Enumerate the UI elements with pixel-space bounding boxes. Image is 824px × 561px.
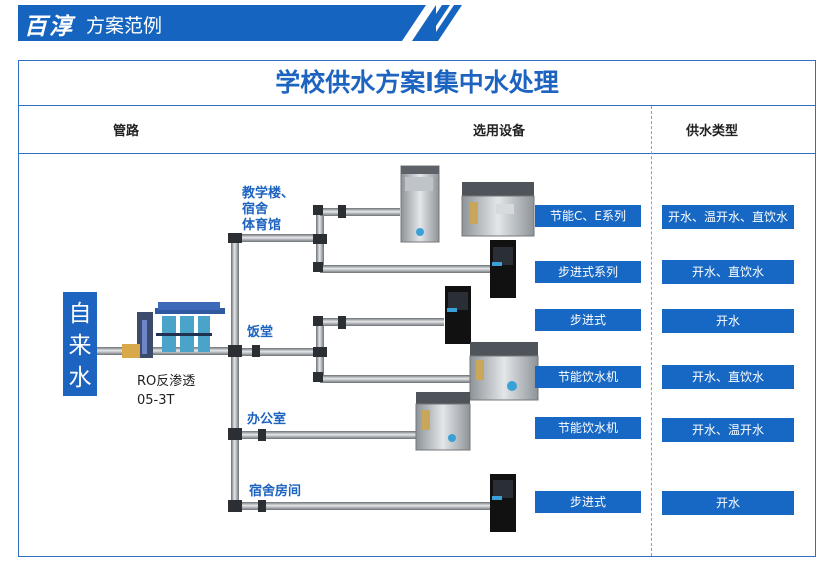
header-banner bbox=[18, 5, 436, 41]
supply-type-1: 开水、温开水、直饮水 bbox=[662, 205, 794, 229]
source-label: 自来水 bbox=[68, 301, 92, 391]
banner-stripes bbox=[392, 5, 462, 41]
ro-label-line1: RO反渗透 bbox=[137, 374, 196, 389]
supply-type-2: 开水、直饮水 bbox=[662, 260, 794, 284]
branch-teaching-line2: 宿舍 bbox=[242, 202, 269, 217]
branch-label-dorm-rooms: 宿舍房间 bbox=[249, 484, 302, 499]
supply-type-4: 开水、直饮水 bbox=[662, 365, 794, 389]
branch-teaching-line3: 体育馆 bbox=[242, 218, 282, 233]
boiler-machine-1 bbox=[400, 165, 440, 243]
ro-system-unit bbox=[122, 302, 225, 358]
branch-teaching-line1: 教学楼、 bbox=[242, 186, 295, 201]
brand-logo: 百淳 bbox=[24, 13, 74, 40]
ro-label-line2: 05-3T bbox=[137, 393, 175, 408]
diagram-title: 学校供水方案l集中水处理 bbox=[19, 61, 815, 106]
branch-label-canteen: 饭堂 bbox=[247, 325, 274, 340]
column-divider bbox=[651, 106, 652, 556]
device-label-5: 节能饮水机 bbox=[535, 417, 641, 439]
pipeline-dispenser-1 bbox=[490, 240, 516, 298]
boiler-machine-3 bbox=[469, 342, 539, 401]
boiler-machine-2 bbox=[461, 182, 535, 237]
supply-type-6: 开水 bbox=[662, 491, 794, 515]
device-label-1: 节能C、E系列 bbox=[535, 205, 641, 227]
branch-label-office: 办公室 bbox=[247, 412, 287, 427]
column-header-equipment: 选用设备 bbox=[473, 124, 526, 139]
supply-type-5: 开水、温开水 bbox=[662, 418, 794, 442]
device-label-2: 步进式系列 bbox=[535, 261, 641, 283]
column-header-supply-type: 供水类型 bbox=[686, 124, 739, 139]
banner-title: 方案范例 bbox=[86, 15, 163, 37]
device-label-6: 步进式 bbox=[535, 491, 641, 513]
tap-water-source: 自来水 bbox=[63, 292, 97, 396]
pipeline-dispenser-3 bbox=[490, 474, 516, 532]
branch-label-teaching: 教学楼、 宿舍 体育馆 bbox=[242, 186, 294, 234]
boiler-machine-4 bbox=[415, 392, 471, 451]
device-label-4: 节能饮水机 bbox=[535, 366, 641, 388]
pipeline-dispenser-2 bbox=[445, 286, 471, 344]
ro-system-label: RO反渗透 05-3T bbox=[137, 372, 195, 410]
column-header-pipeline: 管路 bbox=[113, 124, 140, 139]
device-label-3: 步进式 bbox=[535, 309, 641, 331]
diagram-panel bbox=[18, 60, 816, 557]
supply-type-3: 开水 bbox=[662, 309, 794, 333]
column-header-row bbox=[19, 105, 815, 154]
